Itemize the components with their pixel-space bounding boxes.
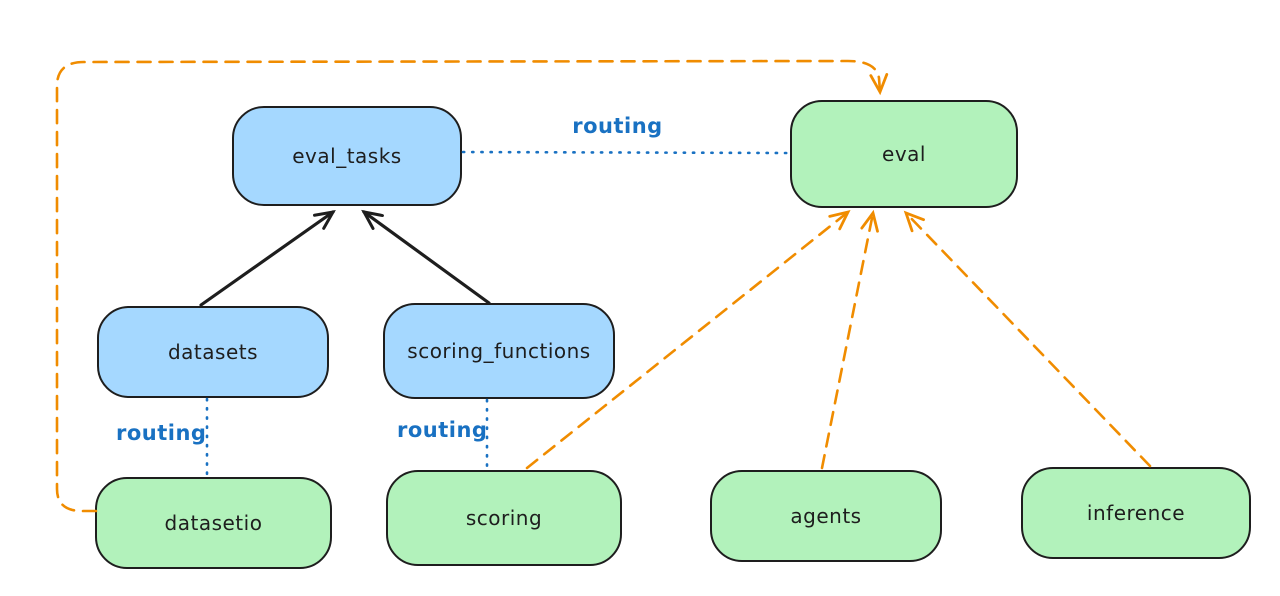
node-scoring-label: scoring: [465, 506, 543, 530]
node-eval-label: eval: [882, 142, 926, 166]
edge-label-routing-datasets-datasetio: routing: [116, 421, 207, 445]
node-scoring-functions: scoring_functions: [383, 303, 615, 399]
node-datasets: datasets: [97, 306, 329, 398]
node-datasets-label: datasets: [167, 340, 259, 364]
node-scoring: scoring: [386, 470, 622, 566]
node-inference-label: inference: [1086, 501, 1186, 525]
edge-eval-tasks-to-eval-dotted: [461, 150, 791, 155]
edge-inference-to-eval-dashed-arrow: [903, 210, 1152, 468]
node-datasetio-label: datasetio: [164, 511, 263, 535]
node-eval: eval: [790, 100, 1018, 208]
node-eval-tasks-label: eval_tasks: [292, 144, 402, 168]
node-agents-label: agents: [790, 504, 862, 528]
edge-scoring-functions-to-eval-tasks-arrow: [361, 209, 491, 305]
edge-datasets-to-eval-tasks-arrow: [199, 209, 336, 307]
edge-label-routing-eval-tasks-eval: routing: [572, 114, 663, 138]
node-eval-tasks: eval_tasks: [232, 106, 462, 206]
node-inference: inference: [1021, 467, 1251, 559]
edge-agents-to-eval-dashed-arrow: [820, 209, 879, 470]
node-datasetio: datasetio: [95, 477, 332, 569]
edge-label-routing-scoring-functions-scoring: routing: [397, 418, 488, 442]
node-agents: agents: [710, 470, 942, 562]
node-scoring-functions-label: scoring_functions: [407, 339, 591, 363]
